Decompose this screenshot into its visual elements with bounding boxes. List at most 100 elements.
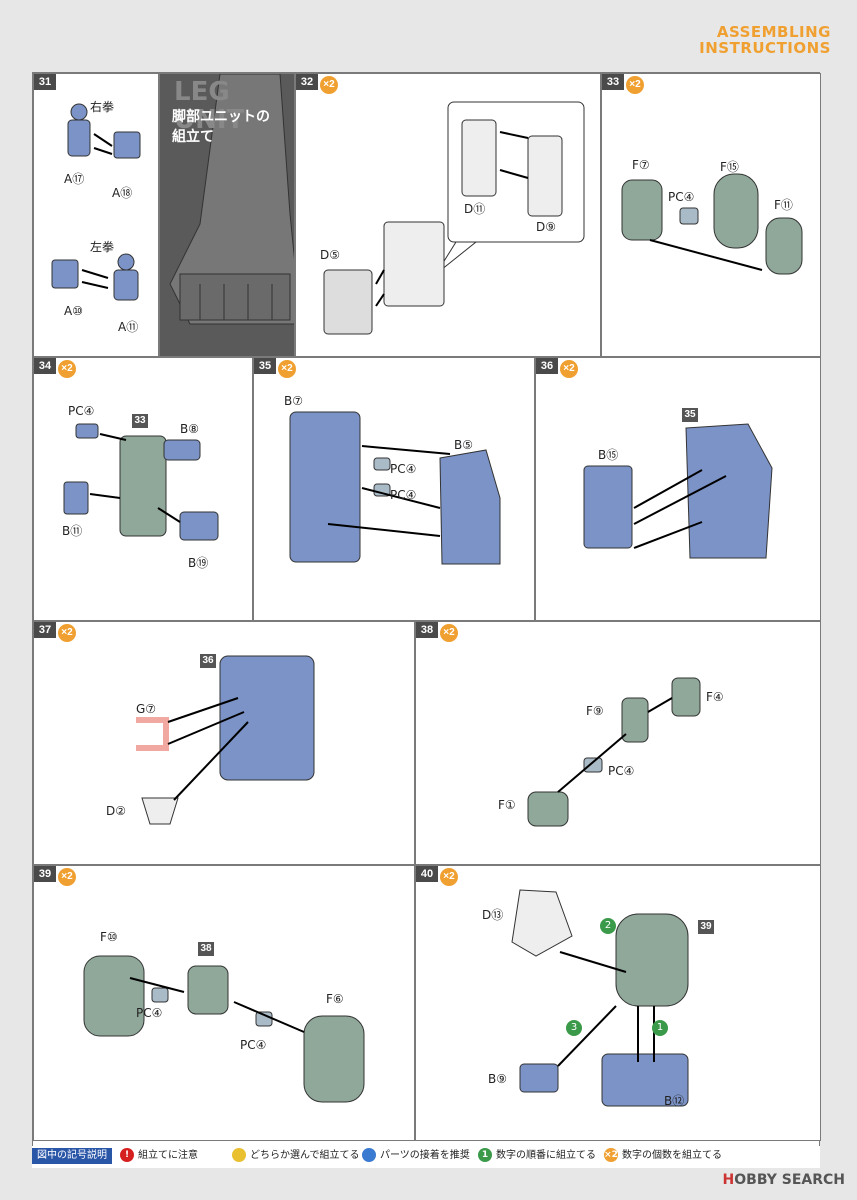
order-marker-1: 1 (652, 1020, 668, 1036)
part-label: B⑦ (284, 394, 303, 408)
part-label: G⑦ (136, 702, 157, 716)
choose-icon (232, 1148, 246, 1162)
step-number: 40 (416, 866, 438, 882)
part-label: B⑮ (598, 448, 619, 462)
legend-quantity-text: 数字の個数を組立てる (622, 1150, 722, 1161)
step-number: 34 (34, 358, 56, 374)
legend-caution-text: 組立てに注意 (138, 1150, 198, 1161)
leg-unit-jp-title-1: 脚部ユニットの (172, 109, 270, 125)
quantity-badge: ×2 (320, 76, 338, 94)
step-34-panel: 34 ×2 33 PC④ B⑧ B⑪ B⑲ (33, 357, 253, 621)
part-label: PC④ (390, 462, 417, 476)
step-38-panel: 38 ×2 F⑨ F④ PC④ F① (415, 621, 821, 865)
part-label: F⑥ (326, 992, 344, 1006)
header-line-1: ASSEMBLING (716, 23, 831, 41)
order-marker-3: 3 (566, 1020, 582, 1036)
part-label: A⑰ (64, 172, 85, 186)
legend-title: 図中の記号説明 (32, 1148, 112, 1164)
header-line-2: INSTRUCTIONS (699, 39, 831, 57)
caution-icon: ! (120, 1148, 134, 1162)
part-label: D⑤ (320, 248, 340, 262)
legend-caution: ! 組立てに注意 (120, 1148, 198, 1164)
step-40-illustration (511, 889, 689, 1107)
step-37-illustration (136, 655, 315, 825)
legend-glue: パーツの接着を推奨 (362, 1148, 470, 1164)
order-marker-2: 2 (600, 918, 616, 934)
step-35-panel: 35 ×2 B⑦ B⑤ PC④ PC④ (253, 357, 535, 621)
watermark-prefix: H (722, 1172, 735, 1188)
part-label: B⑨ (488, 1072, 507, 1086)
part-label: D② (106, 804, 126, 818)
quantity-badge: ×2 (58, 624, 76, 642)
step-38-illustration (527, 677, 701, 827)
right-fist-label: 右拳 (90, 100, 115, 114)
part-label: PC④ (240, 1038, 267, 1052)
part-label: F① (498, 798, 516, 812)
step-33-panel: 33 ×2 F⑦ F⑮ PC④ F⑪ (601, 73, 821, 357)
glue-icon (362, 1148, 376, 1162)
part-label: A⑩ (64, 304, 83, 318)
step-number: 33 (602, 74, 624, 90)
step-reference: 35 (682, 408, 698, 422)
quantity-badge: ×2 (278, 360, 296, 378)
step-39-panel: 39 ×2 38 F⑩ PC④ PC④ F⑥ (33, 865, 415, 1141)
part-label: A⑪ (118, 320, 139, 334)
part-label: D⑬ (482, 908, 504, 922)
step-reference: 33 (132, 414, 148, 428)
legend-glue-text: パーツの接着を推奨 (380, 1150, 470, 1161)
step-39-illustration (83, 955, 365, 1103)
part-label: F⑦ (632, 158, 650, 172)
legend-choose: どちらか選んで組立てる (232, 1148, 360, 1164)
step-number: 32 (296, 74, 318, 90)
step-36-panel: 36 ×2 35 B⑮ (535, 357, 821, 621)
part-label: PC④ (68, 404, 95, 418)
quantity-badge: ×2 (440, 868, 458, 886)
step-number: 39 (34, 866, 56, 882)
leg-unit-en-title: LEG UNIT (174, 77, 245, 135)
step-34-illustration (63, 423, 219, 541)
step-reference: 38 (198, 942, 214, 956)
part-label: F④ (706, 690, 724, 704)
left-fist-label: 左拳 (90, 240, 115, 254)
leg-unit-title-panel: LEG UNIT 脚部ユニットの 組立て (159, 73, 295, 357)
step-32-panel: 32 ×2 D⑪ D⑨ D⑤ (295, 73, 601, 357)
quantity-badge: ×2 (58, 868, 76, 886)
legend-order-text: 数字の順番に組立てる (496, 1150, 596, 1161)
part-label: PC④ (608, 764, 635, 778)
part-label: B⑲ (188, 556, 209, 570)
leg-unit-jp-title-2: 組立て (172, 129, 214, 145)
step-number: 31 (34, 74, 56, 90)
part-label: D⑪ (464, 202, 486, 216)
part-label: PC④ (668, 190, 695, 204)
quantity-badge: ×2 (440, 624, 458, 642)
part-label: B⑤ (454, 438, 473, 452)
part-label: F⑩ (100, 930, 118, 944)
quantity-icon: ×2 (604, 1148, 618, 1162)
step-number: 36 (536, 358, 558, 374)
part-label: B⑧ (180, 422, 199, 436)
part-label: D⑨ (536, 220, 556, 234)
legend-order: 1 数字の順番に組立てる (478, 1148, 596, 1164)
part-label: B⑪ (62, 524, 83, 538)
assembling-instructions-header: ASSEMBLING INSTRUCTIONS (699, 24, 831, 56)
part-label: PC④ (136, 1006, 163, 1020)
leg-unit-illustration (169, 74, 294, 325)
step-reference: 39 (698, 920, 714, 934)
quantity-badge: ×2 (58, 360, 76, 378)
step-32-illustration (323, 101, 585, 335)
step-reference: 36 (200, 654, 216, 668)
order-icon: 1 (478, 1148, 492, 1162)
step-35-illustration (289, 411, 501, 565)
part-label: B⑫ (664, 1094, 685, 1108)
part-label: F⑮ (720, 160, 739, 174)
watermark-brand: OBBY SEARCH (734, 1172, 845, 1188)
step-number: 37 (34, 622, 56, 638)
part-label: PC④ (390, 488, 417, 502)
step-31-illustration (51, 103, 141, 301)
quantity-badge: ×2 (560, 360, 578, 378)
instruction-sheet: 31 右拳 A⑰ A⑱ 左拳 A⑩ A⑪ LEG UNIT (32, 72, 821, 1167)
legend-choose-text: どちらか選んで組立てる (250, 1150, 360, 1161)
step-31-panel: 31 右拳 A⑰ A⑱ 左拳 A⑩ A⑪ (33, 73, 159, 357)
quantity-badge: ×2 (626, 76, 644, 94)
